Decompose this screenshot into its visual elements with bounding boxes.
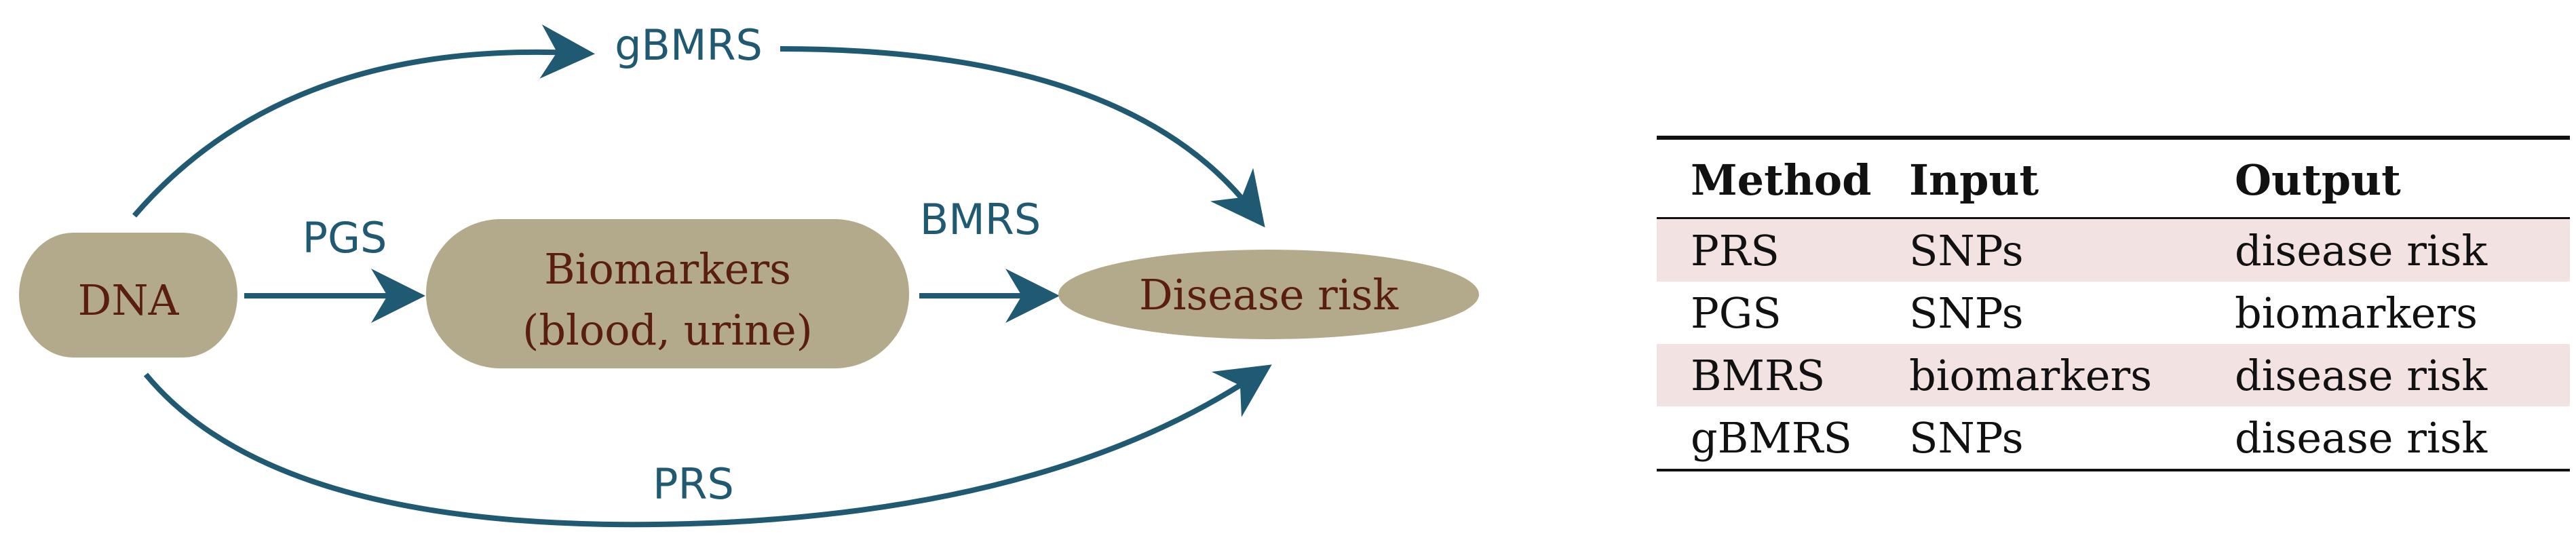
header-output: Output xyxy=(2235,155,2401,205)
cell-method: PGS xyxy=(1691,288,1782,338)
node-dna xyxy=(19,233,237,358)
edge-label-pgs: PGS xyxy=(303,213,387,263)
node-disease-risk-label: Disease risk xyxy=(1139,270,1399,320)
cell-method: BMRS xyxy=(1691,350,1826,400)
cell-output: biomarkers xyxy=(2235,288,2478,338)
table-row: BMRS biomarkers disease risk xyxy=(1657,344,2570,406)
table-row: gBMRS SNPs disease risk xyxy=(1657,406,2570,469)
edge-label-prs: PRS xyxy=(653,459,734,509)
edge-label-gbmrs: gBMRS xyxy=(615,20,763,70)
table-header-row: Method Input Output xyxy=(1657,140,2570,217)
cell-output: disease risk xyxy=(2235,225,2488,275)
node-biomarkers-label-line1: Biomarkers xyxy=(544,244,791,294)
cell-input: SNPs xyxy=(1909,288,2024,338)
methods-table: Method Input Output PRS SNPs disease ris… xyxy=(1657,136,2570,471)
table-top-rule xyxy=(1657,136,2570,140)
edge-label-bmrs: BMRS xyxy=(920,195,1041,244)
table-bottom-rule xyxy=(1657,469,2570,471)
cell-output: disease risk xyxy=(2235,350,2488,400)
table-header-rule xyxy=(1657,217,2570,219)
arrow-gbmrs-out xyxy=(780,46,1265,228)
arrow-gbmrs-in xyxy=(132,24,595,218)
node-disease-risk xyxy=(1058,250,1479,339)
cell-output: disease risk xyxy=(2235,412,2488,463)
table-row: PGS SNPs biomarkers xyxy=(1657,282,2570,344)
table-row: PRS SNPs disease risk xyxy=(1657,219,2570,282)
cell-input: SNPs xyxy=(1909,225,2024,275)
arrow-prs xyxy=(143,364,1272,528)
cell-method: PRS xyxy=(1691,225,1780,275)
node-dna-label: DNA xyxy=(78,275,180,325)
header-method: Method xyxy=(1691,155,1872,205)
flow-diagram: DNA Biomarkers (blood, urine) Disease ri… xyxy=(19,20,1479,528)
cell-input: SNPs xyxy=(1909,412,2024,463)
node-biomarkers xyxy=(426,219,909,368)
cell-input: biomarkers xyxy=(1909,350,2152,400)
node-biomarkers-label-line2: (blood, urine) xyxy=(522,305,813,355)
header-input: Input xyxy=(1909,155,2039,205)
cell-method: gBMRS xyxy=(1691,412,1852,463)
